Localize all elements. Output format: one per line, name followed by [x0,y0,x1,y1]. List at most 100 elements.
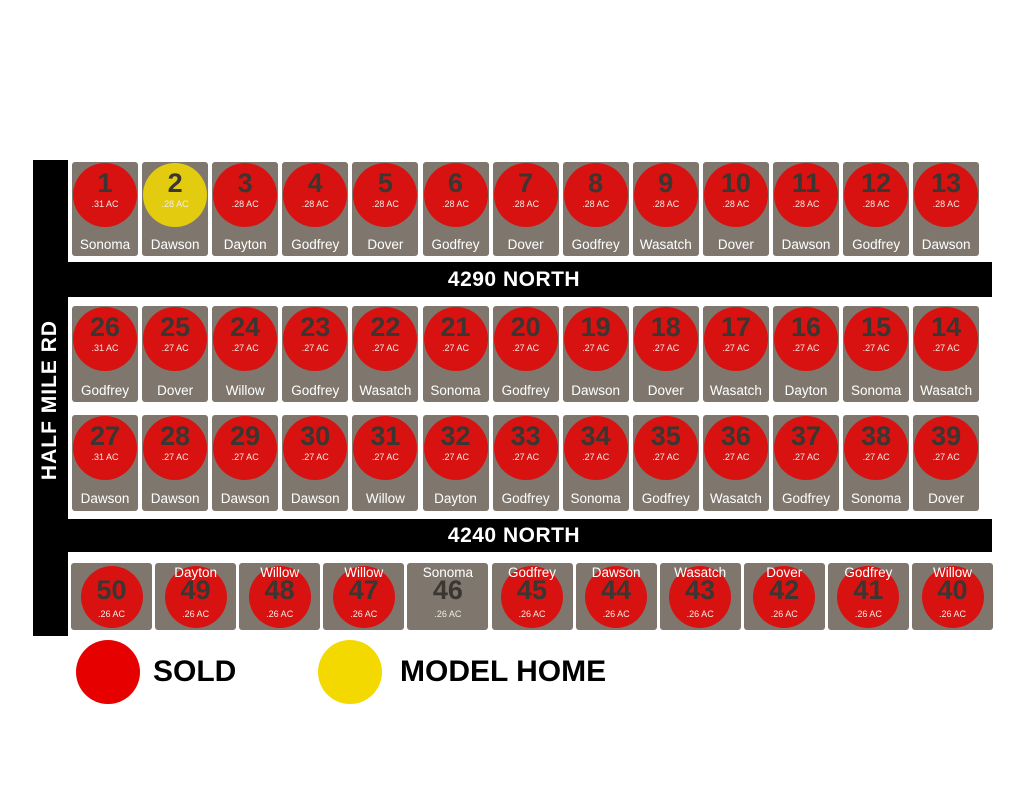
lot-home-model: Dayton [174,565,217,580]
4240-north-label: 4240 NORTH [447,523,581,547]
lot-home-model: Wasatch [639,237,692,252]
lot-home-model: Godfrey [852,237,901,252]
lot-home-model: Sonoma [850,383,902,398]
legend-sold-label: SOLD [153,655,237,688]
lot-home-model: Dover [717,237,754,252]
lot-acreage: .27 AC [371,343,399,353]
lot-10[interactable]: 10.28 AC Dover [702,162,769,256]
lot-number: 35 [650,421,681,451]
lot-home-model: Wasatch [709,491,762,506]
lot-acreage: .27 AC [722,452,750,462]
lot-home-model: Wasatch [674,565,727,580]
lot-home-model: Willow [260,565,300,580]
lot-acreage: .26 AC [770,609,798,619]
lot-home-model: Dawson [921,237,971,252]
lot-50[interactable]: 50.26 AC [71,563,152,630]
lot-acreage: .28 AC [862,199,890,209]
lot-number: 21 [440,312,471,342]
lot-acreage: .28 AC [301,199,329,209]
lot-acreage: .27 AC [792,343,820,353]
lot-acreage: .28 AC [722,199,750,209]
lot-home-model: Godfrey [291,237,340,252]
lot-acreage: .28 AC [512,199,540,209]
lot-acreage: .27 AC [161,343,189,353]
lot-acreage: .28 AC [161,199,189,209]
lot-number: 23 [300,312,331,342]
lot-number: 33 [510,421,541,451]
lot-home-model: Godfrey [781,491,831,506]
lot-number: 2 [167,168,183,198]
lot-number: 42 [769,575,800,605]
lot-home-model: Sonoma [570,491,621,506]
lot-acreage: .26 AC [854,609,882,619]
lot-acreage: .27 AC [862,452,890,462]
lot-acreage: .27 AC [582,452,610,462]
lot-home-model: Dawson [591,565,641,580]
lot-acreage: .27 AC [441,452,470,462]
lot-number: 44 [601,575,632,605]
lot-number: 10 [720,168,751,198]
lot-acreage: .27 AC [792,452,820,462]
lot-acreage: .28 AC [441,199,470,209]
lot-home-model: Dayton [223,237,267,252]
lot-number: 5 [377,168,393,198]
lot-acreage: .27 AC [441,343,470,353]
lot-acreage: .27 AC [862,343,890,353]
lot-number: 20 [510,312,541,342]
lot-acreage: .28 AC [371,199,399,209]
lot-acreage: .27 AC [231,343,259,353]
lot-home-model: Dawson [220,491,270,506]
lot-number: 26 [89,312,121,342]
lot-number: 6 [447,168,464,198]
lot-acreage: .31 AC [91,343,119,353]
